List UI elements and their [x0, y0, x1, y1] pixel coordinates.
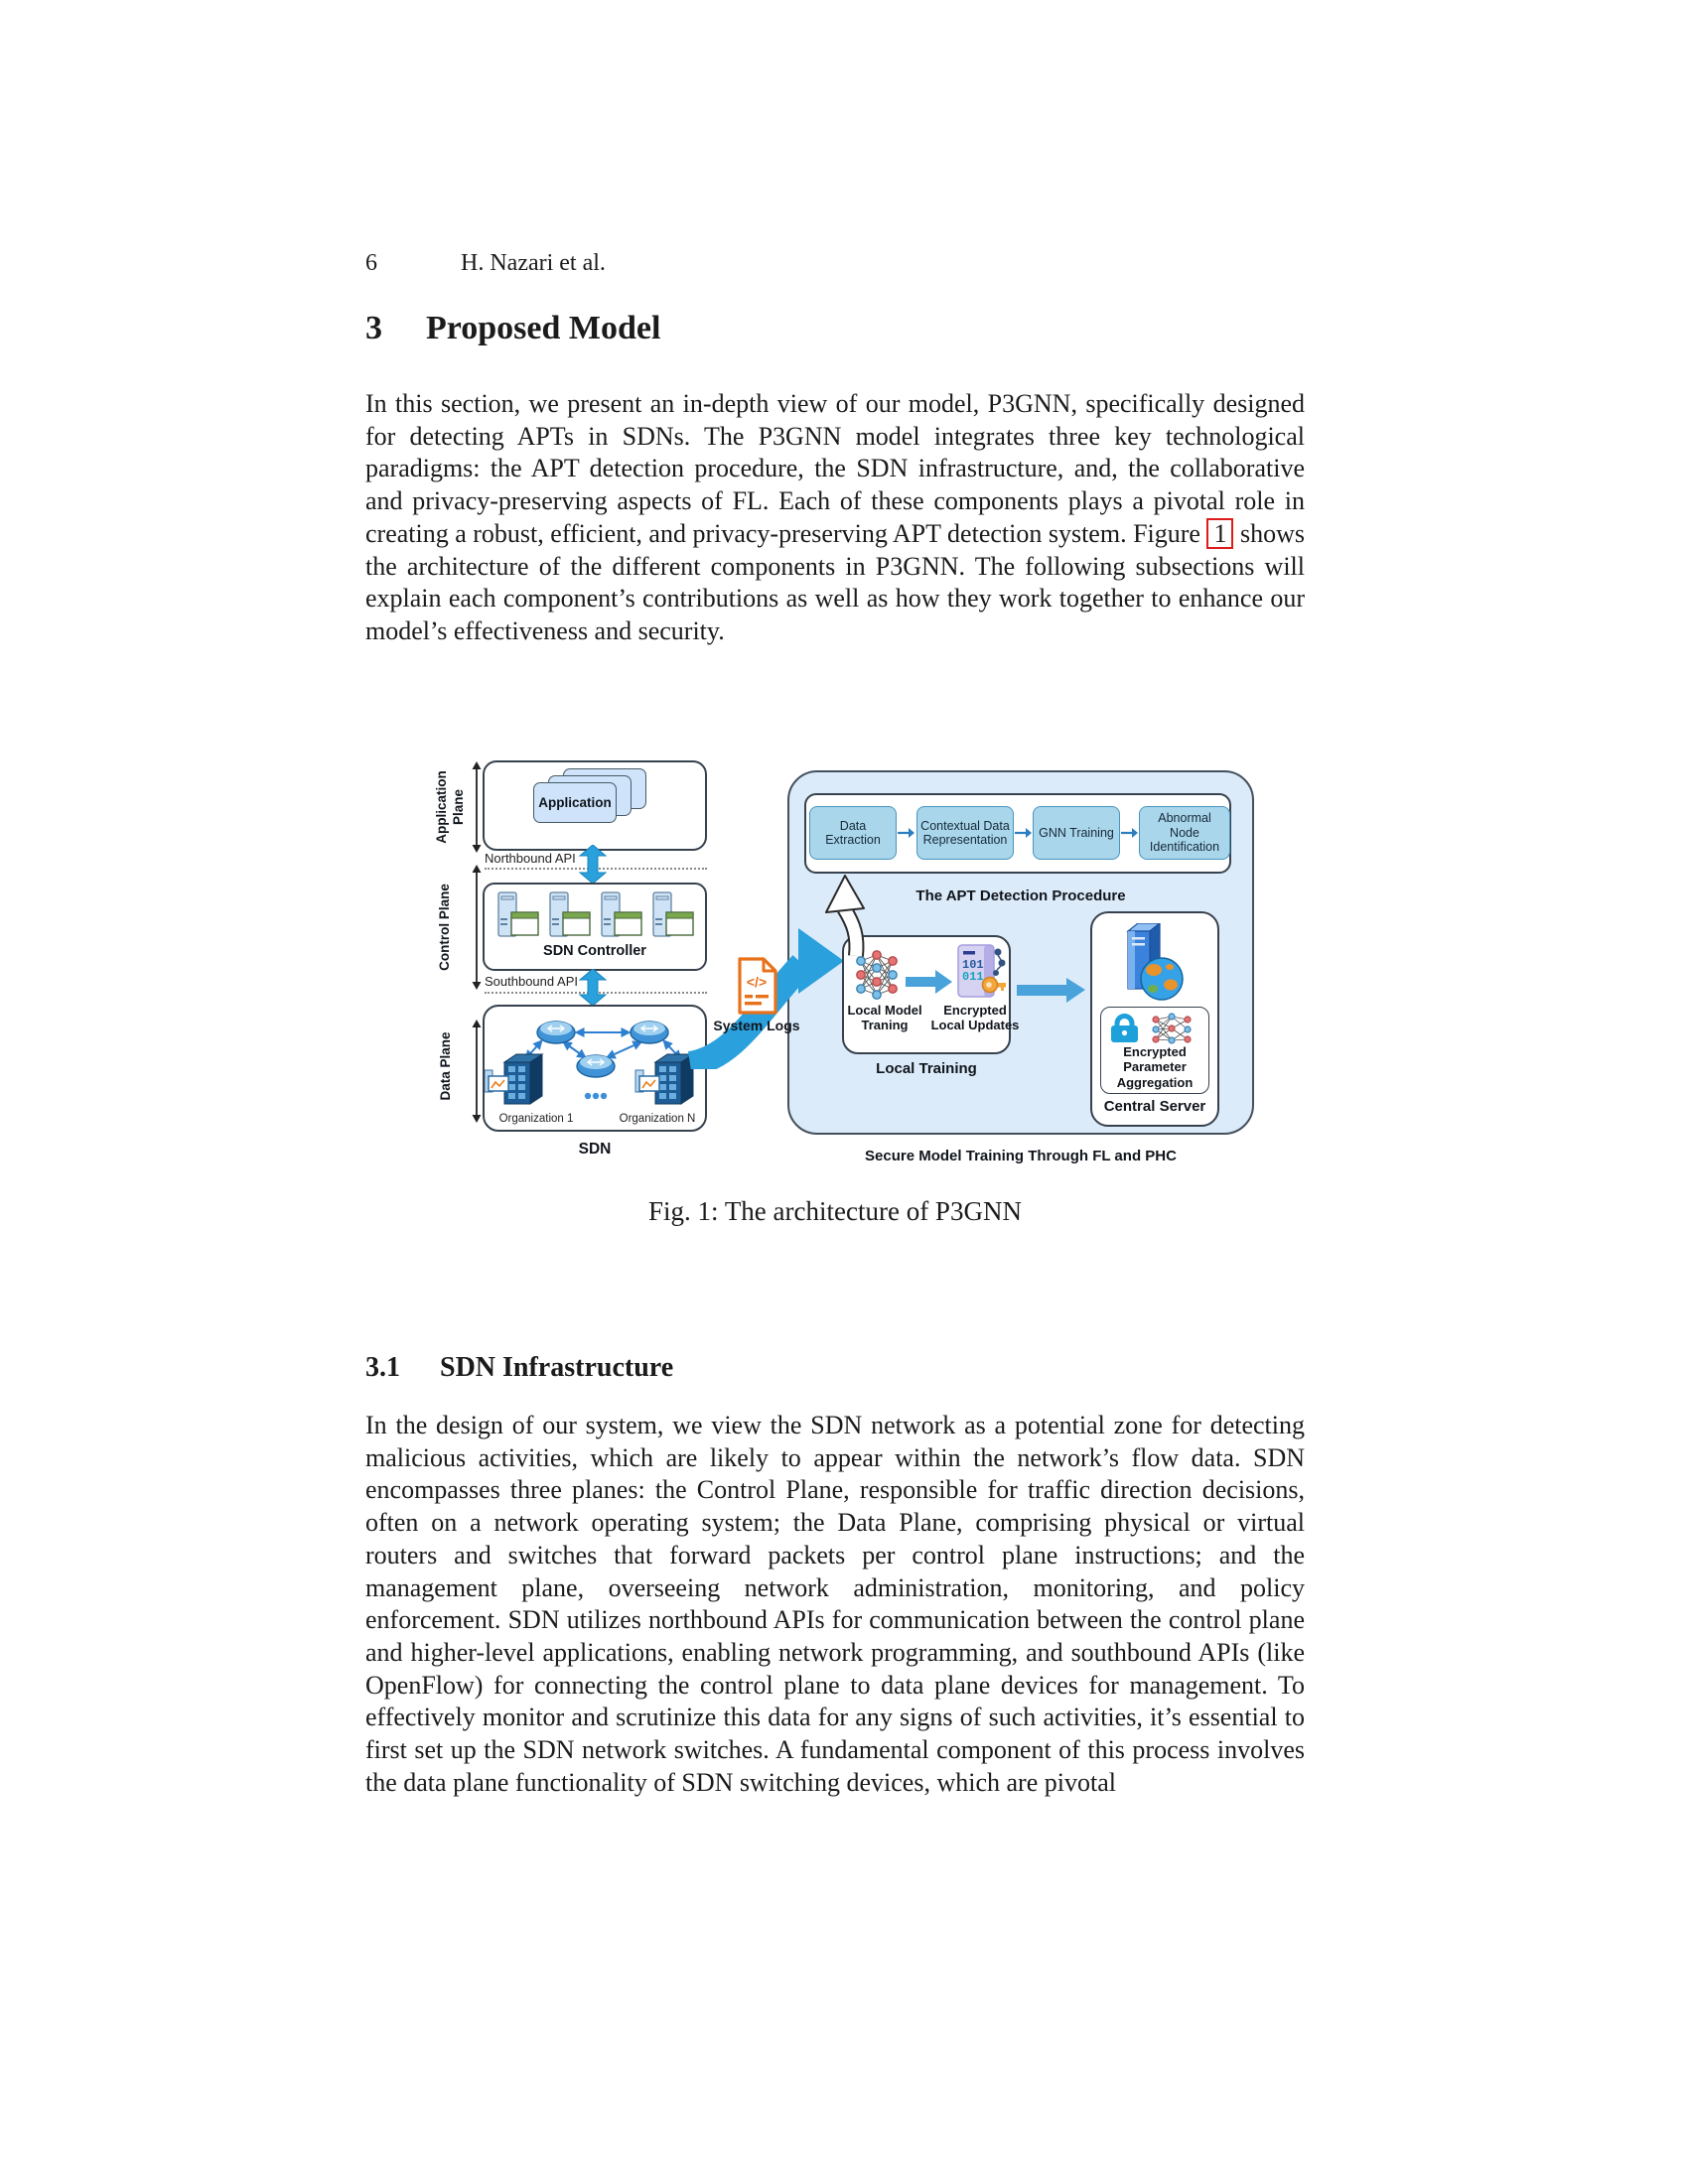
subsection-number: 3.1	[365, 1352, 400, 1383]
ellipsis-dots	[584, 1092, 608, 1100]
to-central-server-arrow-icon	[1017, 978, 1085, 1003]
data-plane-extent-arrow	[472, 1020, 482, 1123]
apt-step-arrow-icon	[1121, 828, 1138, 838]
paragraph-intro: In this section, we present an in-depth …	[365, 388, 1305, 648]
southbound-api-label: Southbound API	[485, 974, 578, 989]
apt-step-abnormal-node-identification: Abnormal Node Identification	[1139, 806, 1230, 860]
sdn-label: SDN	[578, 1141, 612, 1158]
organization-1-server-icon	[485, 1053, 544, 1105]
lock-and-network-icon	[1111, 1013, 1192, 1044]
code-glyph: </>	[747, 974, 767, 990]
running-header-title: H. Nazari et al.	[461, 250, 606, 276]
data-plane-network-icon	[485, 1021, 695, 1105]
para1-after: shows the architecture of the different …	[365, 518, 1306, 645]
apt-procedure-label: The APT Detection Procedure	[915, 887, 1126, 904]
figure-p3gnn-architecture: Application Plane Application Northbound…	[397, 732, 1261, 1173]
apt-step-gnn-training: GNN Training	[1033, 806, 1120, 860]
local-model-training-label: Local Model Traning	[847, 1003, 922, 1033]
paragraph-sdn-infrastructure: In the design of our system, we view the…	[365, 1411, 1305, 1797]
section-number: 3	[365, 310, 382, 346]
encrypted-updates-icon: 101 011	[957, 944, 1006, 998]
organization-1-label: Organization 1	[498, 1113, 574, 1125]
system-logs-label: System Logs	[713, 1018, 800, 1033]
apt-step-contextual-representation: Contextual Data Representation	[916, 806, 1014, 860]
secure-training-label: Secure Model Training Through FL and PHC	[865, 1148, 1177, 1164]
page-number: 6	[365, 250, 377, 276]
subsection-title: SDN Infrastructure	[440, 1352, 674, 1383]
apt-step-data-extraction: Data Extraction	[809, 806, 897, 860]
encrypted-updates-label: Encrypted Local Updates	[930, 1003, 1020, 1033]
application-card-front: Application	[533, 782, 617, 823]
central-server-globe-icon	[1126, 923, 1184, 1001]
subsection-heading: 3.1 SDN Infrastructure	[365, 1352, 673, 1384]
sdn-controller-servers-icon	[497, 891, 694, 937]
router-icons	[536, 1021, 669, 1078]
sdn-controller-label: SDN Controller	[543, 943, 646, 959]
organization-n-server-icon	[634, 1053, 695, 1105]
to-apt-procedure-arrow-icon	[825, 875, 865, 957]
central-server-label: Central Server	[1103, 1098, 1206, 1115]
organization-n-label: Organization N	[619, 1113, 696, 1125]
section-heading: 3 Proposed Model	[365, 310, 660, 347]
apt-step-arrow-icon	[898, 828, 914, 838]
para1-before: In this section, we present an in-depth …	[365, 389, 1305, 548]
logs-flow-arrow-icon	[687, 928, 844, 1069]
local-training-label: Local Training	[876, 1060, 977, 1077]
figure-1-reference-link[interactable]: 1	[1206, 517, 1234, 549]
section-title: Proposed Model	[426, 310, 661, 346]
binary-line-2: 011	[962, 970, 984, 984]
control-plane-extent-arrow	[472, 865, 482, 990]
northbound-double-arrow-icon	[578, 845, 608, 884]
northbound-api-label: Northbound API	[485, 851, 576, 866]
application-plane-extent-arrow	[472, 761, 482, 853]
neural-network-icon	[856, 950, 898, 1000]
to-encrypted-updates-arrow-icon	[906, 970, 952, 994]
application-plane-label: Application Plane	[434, 770, 466, 844]
control-plane-label: Control Plane	[437, 884, 452, 971]
encrypted-aggregation-label: Encrypted Parameter Aggregation	[1116, 1044, 1194, 1090]
figure-caption: Fig. 1: The architecture of P3GNN	[648, 1196, 1022, 1226]
application-card-label: Application	[538, 795, 612, 810]
system-logs-document-icon: </>	[738, 957, 777, 1015]
apt-step-arrow-icon	[1015, 828, 1032, 838]
data-plane-label: Data Plane	[438, 1031, 453, 1101]
running-header: 6 H. Nazari et al.	[365, 250, 606, 277]
southbound-double-arrow-icon	[578, 969, 608, 1006]
binary-line-1: 101	[962, 958, 984, 972]
